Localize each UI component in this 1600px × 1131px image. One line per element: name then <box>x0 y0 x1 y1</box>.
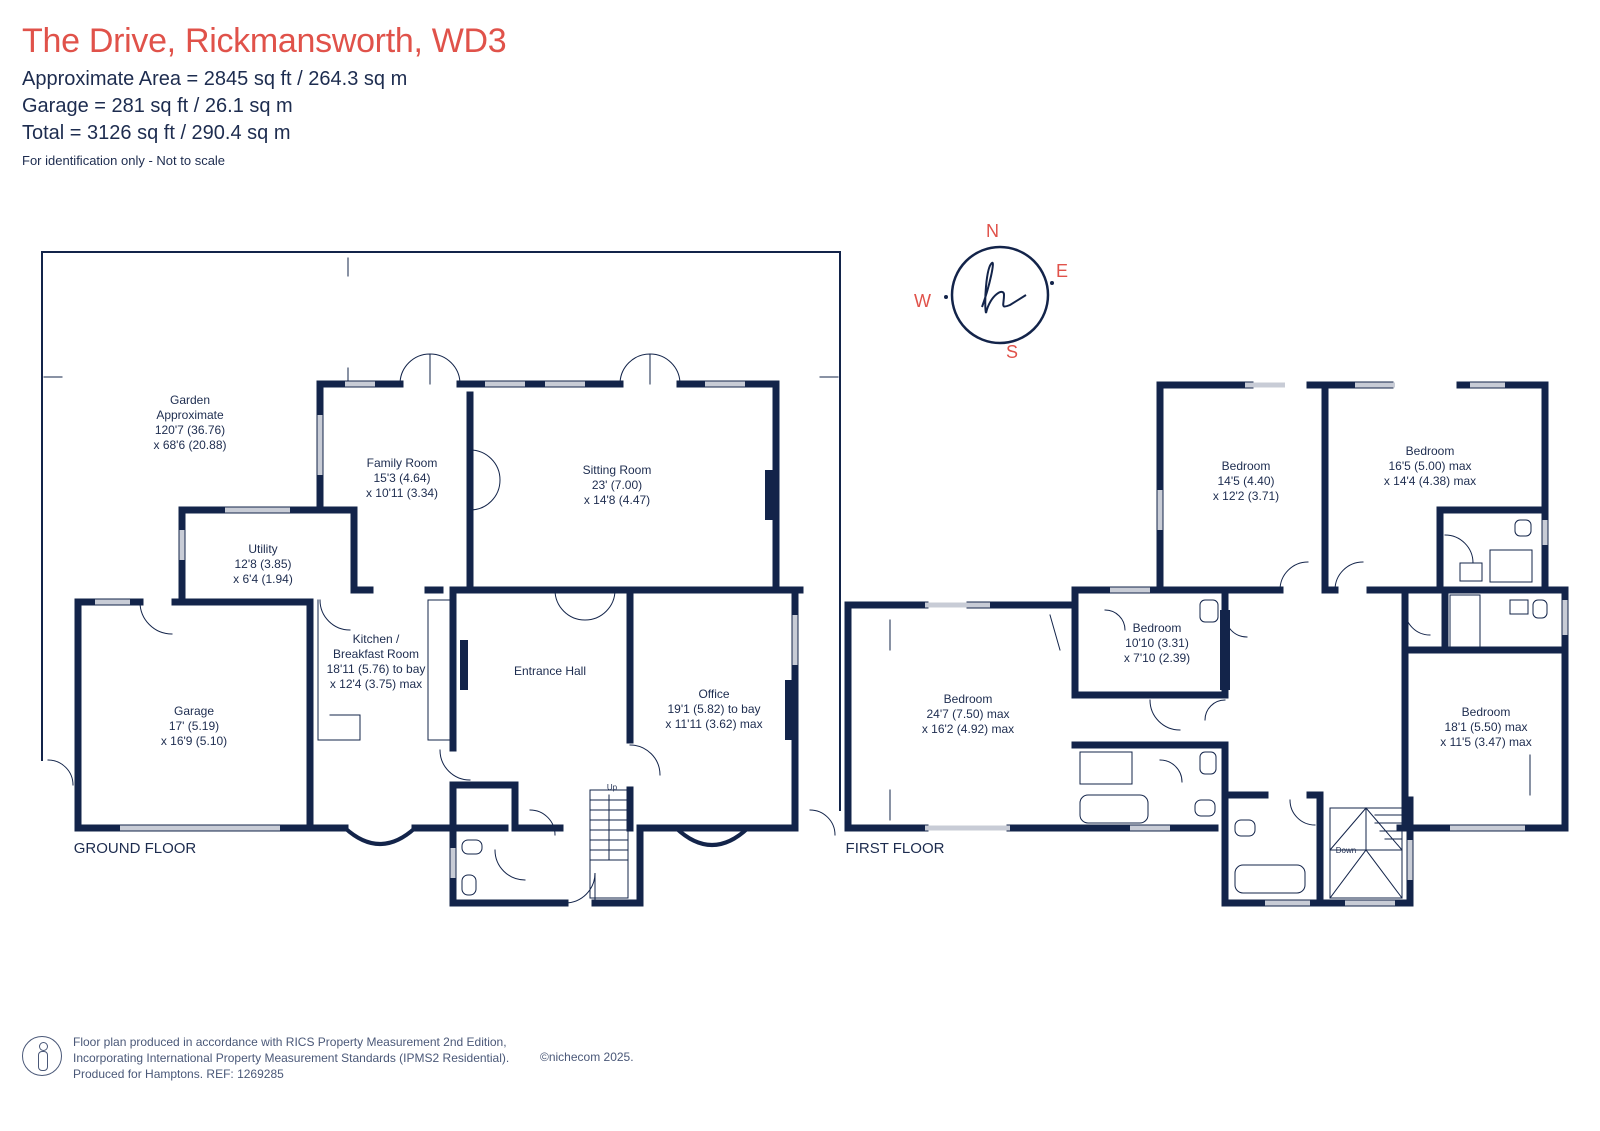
kitchen-name: Kitchen / <box>353 632 400 646</box>
garage-dim1: 17' (5.19) <box>169 719 219 733</box>
kitchen-dim2: x 12'4 (3.75) max <box>330 677 422 691</box>
bedroom-1-name: Bedroom <box>1222 459 1271 473</box>
compass-north: N <box>986 221 999 241</box>
sitting-room-dim1: 23' (7.00) <box>592 478 642 492</box>
bedroom-2-dim2: x 14'4 (4.38) max <box>1384 474 1476 488</box>
footer-line3: Produced for Hamptons. REF: 1269285 <box>73 1067 284 1081</box>
page-title: The Drive, Rickmansworth, WD3 <box>22 22 507 60</box>
garage-name: Garage <box>174 704 214 718</box>
garden-approx: Approximate <box>156 408 224 422</box>
garage-dim2: x 16'9 (5.10) <box>161 734 227 748</box>
person-icon <box>22 1036 62 1076</box>
ground-floor-walls <box>74 380 804 907</box>
bedroom-4-name: Bedroom <box>944 692 993 706</box>
bedroom-4-dim2: x 16'2 (4.92) max <box>922 722 1014 736</box>
bedroom-3-dim1: 10'10 (3.31) <box>1125 636 1189 650</box>
garden-dim2: x 68'6 (20.88) <box>153 438 226 452</box>
stairs-down-label: Down <box>1336 846 1356 855</box>
footer-line1: Floor plan produced in accordance with R… <box>73 1035 507 1049</box>
bedroom-5-dim2: x 11'5 (3.47) max <box>1440 735 1531 749</box>
garden-dim1: 120'7 (36.76) <box>155 423 225 437</box>
office-dim2: x 11'11 (3.62) max <box>665 717 762 731</box>
ground-floor-label: GROUND FLOOR <box>74 840 197 857</box>
bedroom-3-dim2: x 7'10 (2.39) <box>1124 651 1190 665</box>
compass-south: S <box>1006 342 1018 362</box>
bedroom-2-name: Bedroom <box>1406 444 1455 458</box>
bedroom-5-dim1: 18'1 (5.50) max <box>1445 720 1528 734</box>
sitting-room-dim2: x 14'8 (4.47) <box>584 493 650 507</box>
bedroom-4-dim1: 24'7 (7.50) max <box>927 707 1010 721</box>
compass-west: W <box>914 291 931 311</box>
footer-line2: Incorporating International Property Mea… <box>73 1051 510 1065</box>
family-room-dim2: x 10'11 (3.34) <box>366 486 438 500</box>
garden-boundary <box>41 251 841 811</box>
first-floor-label: FIRST FLOOR <box>846 840 945 857</box>
garden-name: Garden <box>170 393 210 407</box>
compass-ring <box>950 245 1050 345</box>
utility-name: Utility <box>248 542 277 556</box>
entrance-hall-name: Entrance Hall <box>514 664 586 678</box>
bedroom-2-dim1: 16'5 (5.00) max <box>1389 459 1472 473</box>
h-logo-icon <box>981 261 1027 314</box>
utility-dim1: 12'8 (3.85) <box>235 557 292 571</box>
compass-east: E <box>1056 261 1068 281</box>
utility-dim2: x 6'4 (1.94) <box>233 572 293 586</box>
office-dim1: 19'1 (5.82) to bay <box>667 702 760 716</box>
office-name: Office <box>698 687 729 701</box>
sitting-room-name: Sitting Room <box>583 463 652 477</box>
copyright: ©nichecom 2025. <box>540 1050 634 1064</box>
footer: Floor plan produced in accordance with R… <box>73 1034 509 1082</box>
kitchen-dim1: 18'11 (5.76) to bay <box>327 662 426 676</box>
total-area: Total = 3126 sq ft / 290.4 sq m <box>22 122 291 144</box>
kitchen-name2: Breakfast Room <box>333 647 419 661</box>
approximate-area: Approximate Area = 2845 sq ft / 264.3 sq… <box>22 68 408 90</box>
bedroom-5-name: Bedroom <box>1462 705 1511 719</box>
bedroom-1-dim1: 14'5 (4.40) <box>1218 474 1275 488</box>
family-room-dim1: 15'3 (4.64) <box>374 471 431 485</box>
stairs-up-label: Up <box>607 783 618 792</box>
bedroom-1-dim2: x 12'2 (3.71) <box>1213 489 1279 503</box>
disclaimer-note: For identification only - Not to scale <box>22 153 226 168</box>
compass: N E S W <box>914 221 1068 362</box>
bedroom-3-name: Bedroom <box>1133 621 1182 635</box>
windows <box>95 381 1568 906</box>
garage-area: Garage = 281 sq ft / 26.1 sq m <box>22 95 293 117</box>
family-room-name: Family Room <box>367 456 438 470</box>
